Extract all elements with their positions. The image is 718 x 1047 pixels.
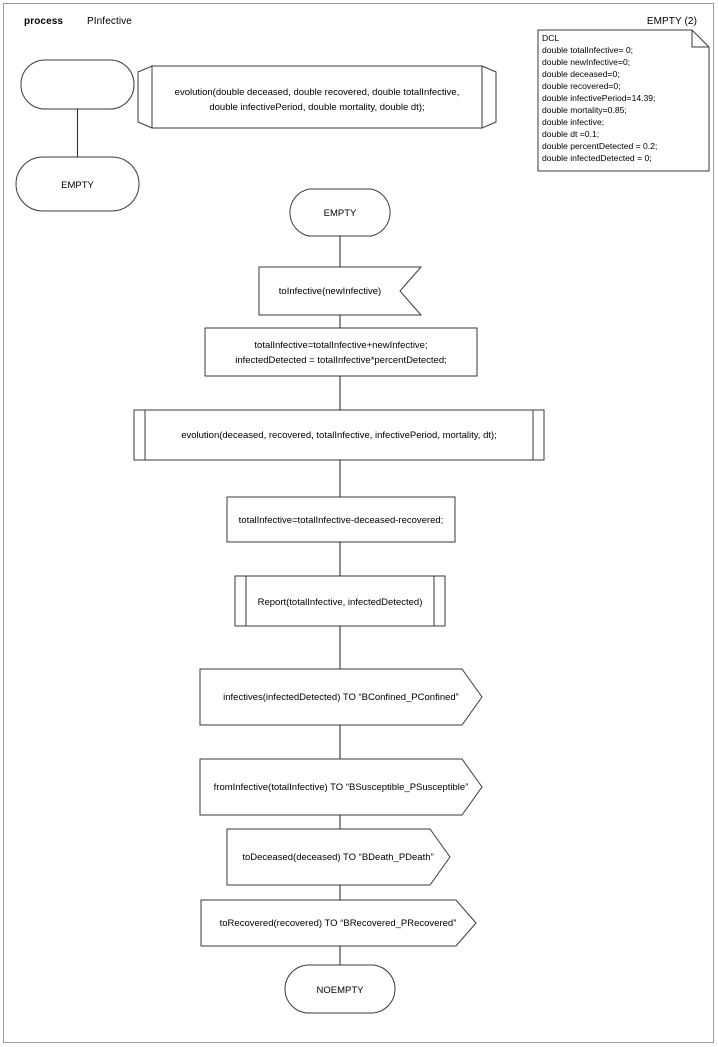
output4-shape (200, 899, 477, 947)
flow-output-2: fromInfective(totalInfective) TO “BSusce… (199, 758, 483, 816)
declaration-line-4: double infectivePeriod=14.39; (542, 93, 655, 103)
output4-label: toRecovered(recovered) TO “BRecovered_PR… (220, 918, 457, 929)
procdecl-left-flap (137, 65, 153, 129)
declaration-title: DCL (542, 33, 559, 43)
start-branch: EMPTY (15, 59, 140, 212)
state-label-empty: EMPTY (324, 208, 357, 219)
input-label: toInfective(newInfective) (279, 286, 381, 297)
declaration-line-5: double mortality=0.85; (542, 105, 627, 115)
declaration-line-6: double infective; (542, 117, 604, 127)
task1-shape (204, 327, 478, 377)
start-symbol (20, 59, 135, 110)
output3-shape (226, 828, 451, 886)
flow-output-3: toDeceased(deceased) TO “BDeath_PDeath” (226, 828, 451, 886)
output1-shape (199, 668, 483, 726)
declaration-line-2: double deceased=0; (542, 69, 620, 79)
task2-label: totalInfective=totalInfective-deceased-r… (239, 515, 444, 526)
task2-shape (226, 496, 456, 543)
declaration-line-1: double newInfective=0; (542, 57, 630, 67)
flow-task-1: totalInfective=totalInfective+newInfecti… (204, 327, 478, 377)
declaration-line-8: double percentDetected = 0.2; (542, 141, 657, 151)
header-process-name: PInfective (87, 16, 132, 27)
state-symbol-empty (289, 188, 391, 237)
call-report-outer (234, 575, 446, 627)
header-page-label: EMPTY (2) (646, 16, 697, 27)
task1-line2: infectedDetected = totalInfective*percen… (235, 355, 447, 366)
call-report-label: Report(totalInfective, infectedDetected) (258, 597, 423, 608)
declaration-line-7: double dt =0.1; (542, 129, 599, 139)
flow-task-2: totalInfective=totalInfective-deceased-r… (226, 496, 456, 543)
procdecl-text-line2: double infectivePeriod, double mortality… (209, 102, 424, 113)
declaration-line-9: double infectedDetected = 0; (542, 153, 652, 163)
flow-state-start: EMPTY (289, 188, 391, 237)
state-symbol-empty-left (15, 156, 140, 212)
flow-procedure-call-evolution: evolution(deceased, recovered, totalInfe… (133, 409, 545, 461)
procedure-declaration-symbol: evolution(double deceased, double recove… (137, 65, 497, 129)
declaration-line-0: double totalInfective= 0; (542, 45, 633, 55)
header-keyword-process: process (24, 16, 64, 27)
flow-state-end: NOEMPTY (284, 964, 396, 1014)
flow-input-symbol: toInfective(newInfective) (258, 266, 423, 316)
call-evolution-label: evolution(deceased, recovered, totalInfe… (181, 430, 497, 441)
flow-procedure-call-report: Report(totalInfective, infectedDetected) (234, 575, 446, 627)
declaration-line-3: double recovered=0; (542, 81, 621, 91)
state-symbol-noempty (284, 964, 396, 1014)
state-label-noempty: NOEMPTY (317, 985, 365, 996)
input-shape (258, 266, 423, 316)
output3-label: toDeceased(deceased) TO “BDeath_PDeath” (242, 852, 433, 863)
flow-output-4: toRecovered(recovered) TO “BRecovered_PR… (200, 899, 477, 947)
declaration-box: DCL double totalInfective= 0; double new… (537, 29, 710, 172)
call-evolution-outer (133, 409, 545, 461)
state-label-empty-left: EMPTY (61, 180, 94, 191)
procdecl-right-flap (481, 65, 497, 129)
output1-label: infectives(infectedDetected) TO “BConfin… (223, 692, 459, 703)
task1-line1: totalInfective=totalInfective+newInfecti… (254, 340, 427, 351)
procdecl-text-line1: evolution(double deceased, double recove… (175, 87, 460, 98)
flow-output-1: infectives(infectedDetected) TO “BConfin… (199, 668, 483, 726)
output2-label: fromInfective(totalInfective) TO “BSusce… (214, 782, 469, 793)
output2-shape (199, 758, 483, 816)
